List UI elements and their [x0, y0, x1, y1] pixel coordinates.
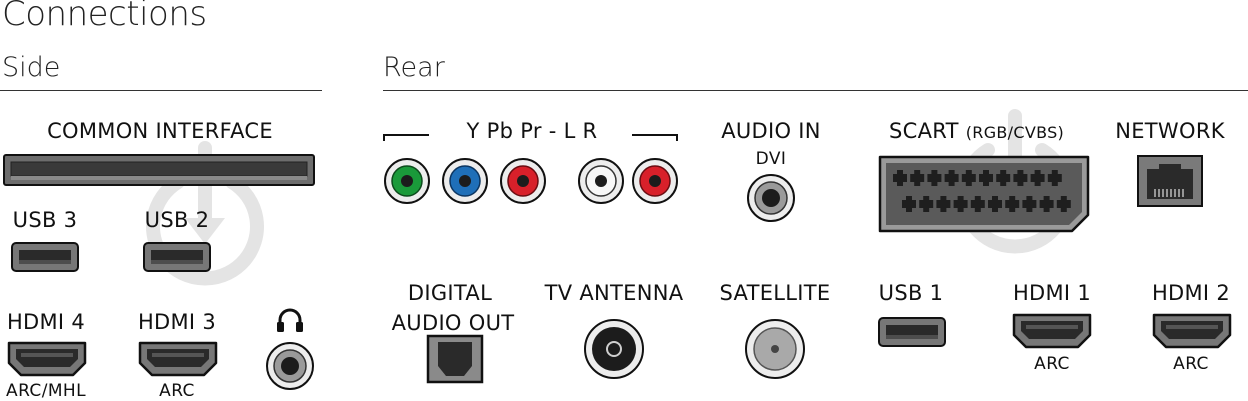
component-pb-blue-jack[interactable] [441, 157, 489, 205]
label-hdmi4-sub: ARC/MHL [6, 381, 86, 401]
scart-pin [936, 196, 951, 212]
label-usb2: USB 2 [144, 208, 210, 232]
label-tv-antenna: TV ANTENNA [544, 281, 684, 305]
label-scart: SCART [889, 119, 959, 143]
scart-pin [996, 170, 1011, 186]
component-pr-red-jack[interactable] [499, 157, 547, 205]
scart-pin [988, 196, 1002, 212]
scart-pin [944, 170, 959, 186]
label-usb3: USB 3 [12, 208, 78, 232]
satellite-port[interactable] [744, 318, 806, 380]
label-usb1: USB 1 [878, 281, 944, 305]
page-title: Connections [2, 0, 207, 34]
audio-r-red-jack[interactable] [631, 157, 679, 205]
scart-pin [961, 170, 976, 186]
scart-pin [979, 170, 993, 186]
network-port[interactable] [1137, 155, 1203, 207]
usb2-port[interactable] [143, 242, 211, 272]
usb3-port[interactable] [11, 242, 79, 272]
label-hdmi1: HDMI 1 [1012, 281, 1092, 305]
label-hdmi1-sub: ARC [1034, 354, 1070, 374]
digital-audio-out-port[interactable] [426, 334, 484, 384]
usb1-port[interactable] [878, 317, 946, 347]
label-scart-sub: (RGB/CVBS) [965, 123, 1065, 142]
label-hdmi4: HDMI 4 [6, 310, 86, 334]
label-hdmi2-sub: ARC [1173, 354, 1209, 374]
audio-in-dvi-jack[interactable] [746, 173, 796, 223]
scart-pin-group [893, 170, 1071, 212]
scart-pin [919, 196, 934, 212]
ypbpr-bracket-left [383, 134, 429, 136]
label-scart-group: SCART (RGB/CVBS) [889, 119, 1064, 143]
scart-port[interactable] [878, 155, 1090, 233]
ypbpr-bracket-left-tick [383, 134, 385, 141]
scart-pin [1047, 170, 1062, 186]
section-side-title: Side [2, 52, 61, 83]
headphone-jack[interactable] [265, 341, 315, 391]
label-hdmi3-sub: ARC [159, 381, 195, 401]
scart-pin [1030, 170, 1045, 186]
ypbpr-bracket-right-tick [676, 134, 678, 141]
audio-l-white-jack[interactable] [577, 157, 625, 205]
section-rear-title: Rear [383, 52, 445, 83]
label-common-interface: COMMON INTERFACE [47, 119, 273, 143]
scart-pin [1056, 196, 1071, 212]
scart-pin [970, 196, 985, 212]
scart-pin [1022, 196, 1037, 212]
scart-pin [927, 170, 942, 186]
label-audio-in: AUDIO IN [721, 119, 821, 143]
common-interface-slot[interactable] [3, 154, 315, 186]
rear-divider [383, 90, 1248, 91]
label-network: NETWORK [1115, 119, 1225, 143]
scart-pin [910, 170, 925, 186]
label-hdmi3: HDMI 3 [137, 310, 217, 334]
label-ypbpr: Y Pb Pr - L R [466, 119, 598, 143]
label-satellite: SATELLITE [719, 281, 831, 305]
label-audio-in-sub: DVI [755, 149, 787, 169]
label-digital-audio-out-line1: DIGITAL [407, 281, 493, 305]
scart-pin [902, 196, 916, 212]
side-divider [0, 90, 322, 91]
ypbpr-bracket-right [632, 134, 678, 136]
scart-pin [893, 170, 907, 186]
label-digital-audio-out-line2: AUDIO OUT [391, 311, 515, 335]
hdmi1-port[interactable] [1012, 313, 1092, 349]
hdmi2-port[interactable] [1152, 313, 1232, 349]
scart-pin [1005, 196, 1020, 212]
scart-pin [953, 196, 968, 212]
scart-pin [1039, 196, 1054, 212]
hdmi3-port[interactable] [138, 341, 218, 377]
hdmi4-port[interactable] [7, 341, 87, 377]
tv-antenna-port[interactable] [583, 318, 645, 380]
component-y-green-jack[interactable] [383, 157, 431, 205]
headphone-icon [277, 308, 303, 332]
label-hdmi2: HDMI 2 [1151, 281, 1231, 305]
scart-pin [1013, 170, 1028, 186]
